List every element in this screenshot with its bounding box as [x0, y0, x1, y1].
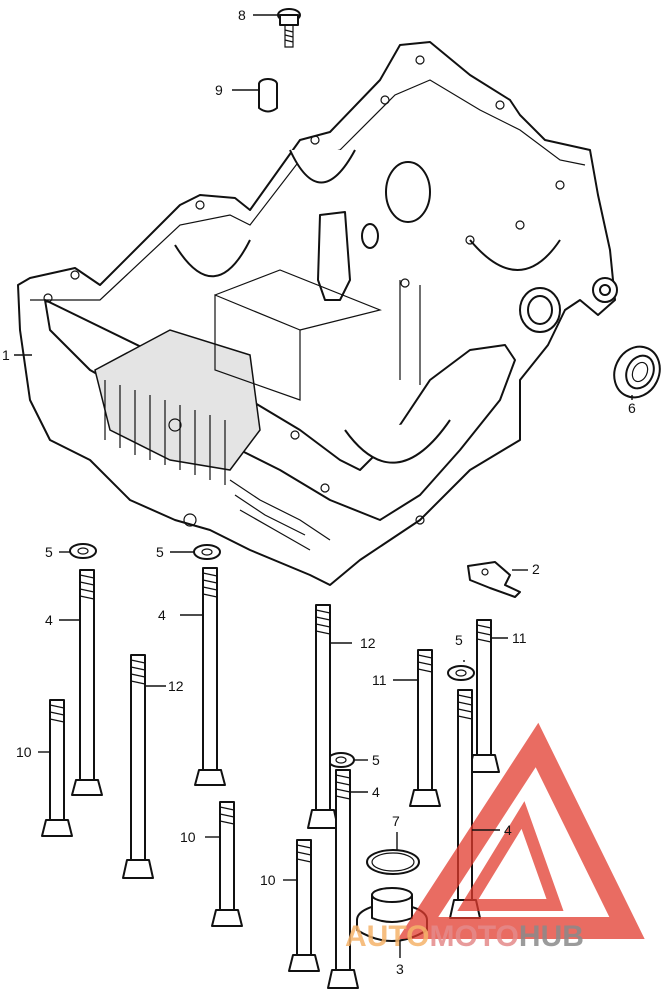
o-ring-part-7 [366, 849, 420, 875]
washer-part-5a [69, 543, 97, 559]
washer-part-5d [327, 752, 355, 768]
leader-lines [14, 14, 633, 958]
callout-5d: 5 [372, 752, 380, 768]
bolt-part-10b [211, 801, 243, 927]
bolt-part-4a [71, 569, 103, 796]
washer-part-5b [193, 544, 221, 560]
callout-4b: 4 [158, 607, 166, 623]
callout-7: 7 [392, 813, 400, 829]
callout-3: 3 [396, 961, 404, 977]
watermark-logo [397, 722, 645, 939]
screw-part-8 [277, 8, 301, 48]
dowel-part-9 [258, 78, 278, 113]
red-triangle-logo-icon [397, 722, 645, 939]
callout-labels: 8 9 1 6 5 5 2 4 4 12 12 11 5 11 10 5 4 7… [2, 7, 636, 977]
bolt-part-11a [409, 649, 441, 807]
callout-6: 6 [628, 400, 636, 416]
callout-10b: 10 [180, 829, 196, 845]
callout-8: 8 [238, 7, 246, 23]
callout-5c: 5 [455, 632, 463, 648]
bolt-part-4b [194, 567, 226, 786]
bolt-part-10c [288, 839, 320, 972]
callout-10c: 10 [260, 872, 276, 888]
oil-seal-part-6 [613, 345, 661, 399]
callout-11a: 11 [372, 672, 387, 688]
callout-12a: 12 [168, 678, 184, 694]
bolt-part-11b [468, 619, 500, 773]
callout-2: 2 [532, 561, 540, 577]
callout-5b: 5 [156, 544, 164, 560]
callout-4c: 4 [372, 784, 380, 800]
bolt-part-12b [307, 604, 339, 829]
callout-4d: 4 [504, 822, 512, 838]
watermark-text: AUTOMOTOHUB [345, 920, 584, 953]
callout-5a: 5 [45, 544, 53, 560]
callout-4a: 4 [45, 612, 53, 628]
washer-part-5c [447, 665, 475, 681]
callout-11b: 11 [512, 630, 527, 646]
bolt-part-12a [122, 654, 154, 879]
crankcase [17, 41, 618, 586]
callout-1: 1 [2, 347, 10, 363]
callout-10a: 10 [16, 744, 32, 760]
bracket-part-2 [467, 561, 521, 598]
bolt-part-4c [327, 769, 359, 989]
callout-12b: 12 [360, 635, 376, 651]
callout-9: 9 [215, 82, 223, 98]
bolt-part-10a [41, 699, 73, 837]
